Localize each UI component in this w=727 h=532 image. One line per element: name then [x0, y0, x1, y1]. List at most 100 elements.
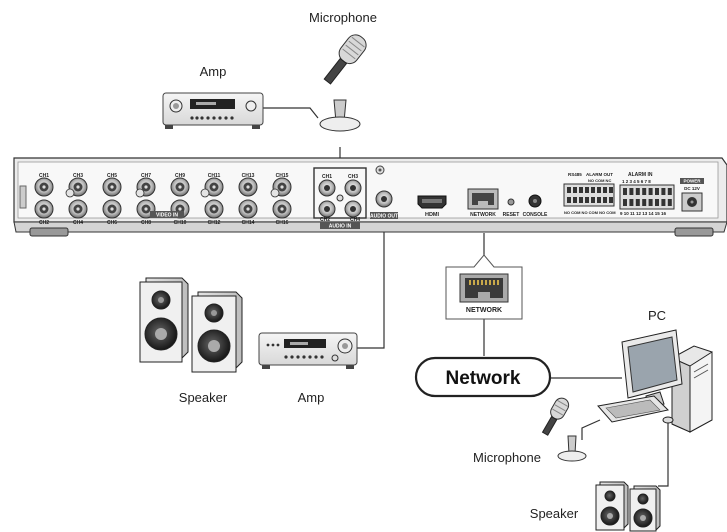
hdmi-port: HDMI [417, 195, 447, 218]
terminal-pin [629, 188, 634, 195]
microphone-bottom: Microphone [473, 397, 587, 465]
ch-label-bottom: CH6 [107, 220, 117, 226]
video-in-label: VIDEO IN [156, 213, 178, 219]
terminal-pin [655, 188, 659, 195]
terminal-pin [591, 197, 595, 203]
alarm-in-label: ALARM IN [628, 172, 653, 178]
ch-label-bottom: CH16 [276, 220, 289, 226]
ch-label-top: CH5 [107, 173, 117, 179]
ch-label-top: CH7 [141, 173, 151, 179]
terminal-pin [597, 197, 601, 203]
terminal-pin [585, 187, 589, 193]
terminal-pin [591, 187, 595, 193]
bnc-connector-top-3 [102, 177, 122, 197]
pc-label: PC [648, 308, 666, 323]
audio-ch1-label: CH1 [322, 174, 332, 180]
audio-out-connector: AUDIO OUT [370, 190, 398, 220]
terminal-pin [609, 187, 613, 193]
console-label: CONSOLE [523, 212, 548, 218]
microphone-top: Microphone [309, 10, 377, 132]
audio-in-connectors: CH1 CH3 CH2 CH4 AUDIO IN [313, 167, 367, 230]
bnc-connector-bottom-4 [136, 199, 156, 219]
audio-ch2-label: CH2 [320, 217, 330, 223]
terminal-pin [661, 199, 666, 206]
terminal-pin [667, 188, 672, 195]
ch-label-bottom: CH12 [208, 220, 221, 226]
bnc-connector-bottom-2 [68, 199, 88, 219]
terminal-pin [667, 199, 672, 206]
network-node: Network [414, 356, 552, 398]
pc-to-speaker-cable [658, 420, 669, 487]
amp-top-label: Amp [200, 64, 227, 79]
ch-label-top: CH3 [73, 173, 83, 179]
terminal-pin [597, 187, 601, 193]
terminal-pin [635, 199, 640, 206]
alarm-bottom-left-label: NO COM NO COM NO COM [564, 210, 616, 215]
terminal-pin [623, 199, 627, 206]
terminal-pin [585, 197, 589, 203]
bnc-connector-bottom-8 [272, 199, 292, 219]
microphone-bottom-label: Microphone [473, 450, 541, 465]
terminal-pin [642, 188, 647, 195]
hdmi-label: HDMI [425, 212, 440, 218]
ch-label-bottom: CH4 [73, 220, 83, 226]
power-jack: POWER DC 12V [680, 178, 704, 212]
network-port: NETWORK [467, 188, 499, 218]
ch-label-bottom: CH10 [174, 220, 187, 226]
audio-ch4-label: CH4 [350, 217, 360, 223]
terminal-pin [567, 187, 571, 193]
terminal-pin [648, 188, 653, 195]
network-port-label: NETWORK [470, 212, 496, 218]
speakers-bottom: Speaker [530, 481, 661, 532]
terminal-pin [603, 187, 607, 193]
terminal-pin [655, 199, 659, 206]
reset-label: RESET [503, 212, 520, 218]
power-sub-label: DC 12V [684, 186, 700, 191]
zoom-network-label: NETWORK [466, 307, 502, 314]
bnc-connector-top-6 [204, 177, 224, 197]
ch-label-bottom: CH8 [141, 220, 151, 226]
mic-to-pc-cable [581, 419, 601, 440]
speaker-bottom-label: Speaker [530, 506, 579, 521]
alarm-in-bottom-nums: 9 10 11 12 13 14 15 16 [620, 211, 667, 216]
terminal-pin [635, 188, 640, 195]
bnc-connector-bottom-7 [238, 199, 258, 219]
terminal-pin [642, 199, 647, 206]
audio-out-to-amp-cable [356, 208, 385, 349]
terminal-pin [623, 188, 627, 195]
bnc-row-top [34, 177, 292, 197]
ch-label-top: CH15 [276, 173, 289, 179]
amp-top: Amp [162, 64, 264, 129]
terminal-pin [573, 187, 577, 193]
microphone-top-label: Microphone [309, 10, 377, 25]
bnc-row-bottom [34, 199, 292, 219]
bnc-connector-top-5 [170, 177, 190, 197]
terminal-pin [603, 197, 607, 203]
terminal-pin [661, 188, 666, 195]
audio-out-label: AUDIO OUT [370, 214, 398, 220]
ch-label-bottom: CH14 [242, 220, 255, 226]
ch-label-top: CH9 [175, 173, 185, 179]
bnc-connector-bottom-6 [204, 199, 224, 219]
bnc-connector-bottom-1 [34, 199, 54, 219]
terminal-pin [579, 187, 583, 193]
terminal-pin [629, 199, 634, 206]
alarm-sub-label: NO COM NC [588, 178, 611, 183]
alarm-rs485-label: RS485 [568, 172, 582, 177]
terminal-pin [609, 197, 613, 203]
ch-label-bottom: CH2 [39, 220, 49, 226]
amp-bottom-label: Amp [298, 390, 325, 405]
reset-console: RESET CONSOLE [503, 194, 548, 218]
bnc-connector-top-1 [34, 177, 54, 197]
power-label: POWER [683, 179, 701, 184]
alarm-in-top-nums: 1 2 3 4 5 6 7 8 [622, 179, 651, 184]
speaker-left-label: Speaker [179, 390, 228, 405]
alarm-terminals: RS485 ALARM OUT NO COM NC NO COM NO COM … [563, 172, 675, 216]
bnc-connector-bottom-3 [102, 199, 122, 219]
ch-labels-bottom: CH2 CH4 CH6 CH8 CH10 CH12 CH14 CH16 [39, 220, 289, 226]
terminal-pin [648, 199, 653, 206]
terminal-pin [579, 197, 583, 203]
